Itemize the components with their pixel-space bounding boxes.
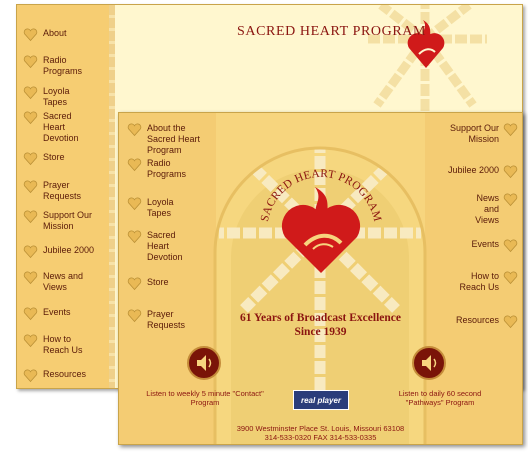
speaker-icon bbox=[422, 355, 437, 371]
play-pathways-button[interactable] bbox=[412, 346, 446, 380]
front-window: SACRED HEART PROGRAM 61 Years of Broadca… bbox=[118, 112, 523, 445]
back-nav-support-our-mission[interactable]: Support Our Mission bbox=[23, 210, 109, 232]
heart-icon bbox=[23, 55, 38, 69]
address-line: 3900 Westminster Place St. Louis, Missou… bbox=[236, 424, 405, 433]
nav-news-and-views[interactable]: News and Views bbox=[430, 193, 518, 226]
back-nav-loyola-tapes[interactable]: Loyola Tapes bbox=[23, 86, 109, 108]
back-nav-news-and-views[interactable]: News and Views bbox=[23, 271, 109, 293]
heart-icon bbox=[23, 334, 38, 348]
heart-icon bbox=[23, 369, 38, 383]
nav-about-program[interactable]: About the Sacred Heart Program bbox=[127, 123, 215, 156]
tagline-since: Since 1939 bbox=[294, 326, 347, 338]
heart-icon bbox=[503, 239, 518, 253]
heart-icon bbox=[23, 152, 38, 166]
heart-icon bbox=[127, 309, 142, 323]
real-player-badge[interactable]: real player bbox=[293, 390, 349, 410]
heart-icon bbox=[23, 111, 38, 125]
heart-icon bbox=[503, 165, 518, 179]
nav-store[interactable]: Store bbox=[127, 277, 207, 291]
heart-icon bbox=[127, 123, 142, 137]
tagline-years: 61 Years of Broadcast Excellence bbox=[240, 312, 401, 324]
phone-line: 314-533-0320 FAX 314-533-0335 bbox=[264, 433, 377, 442]
heart-icon bbox=[23, 307, 38, 321]
heart-icon bbox=[503, 193, 518, 207]
heart-icon bbox=[23, 210, 38, 224]
back-sidebar bbox=[17, 5, 109, 388]
heart-icon bbox=[23, 86, 38, 100]
nav-loyola-tapes[interactable]: Loyola Tapes bbox=[127, 197, 207, 219]
heart-icon bbox=[127, 277, 142, 291]
heart-icon bbox=[127, 158, 142, 172]
heart-icon bbox=[503, 271, 518, 285]
nav-sacred-heart-devotion[interactable]: Sacred Heart Devotion bbox=[127, 230, 207, 263]
back-nav-jubilee-2000[interactable]: Jubilee 2000 bbox=[23, 245, 109, 259]
back-nav-sacred-heart-devotion[interactable]: Sacred Heart Devotion bbox=[23, 111, 109, 144]
nav-events[interactable]: Events bbox=[430, 239, 518, 253]
heart-icon bbox=[23, 245, 38, 259]
nav-resources[interactable]: Resources bbox=[430, 315, 518, 329]
heart-icon bbox=[23, 28, 38, 42]
back-nav-prayer-requests[interactable]: Prayer Requests bbox=[23, 180, 109, 202]
back-nav-events[interactable]: Events bbox=[23, 307, 109, 321]
back-page-title: SACRED HEART PROGRAM bbox=[237, 24, 427, 39]
listen-contact-link[interactable]: Listen to weekly 5 minute "Contact" Prog… bbox=[146, 389, 264, 407]
nav-jubilee-2000[interactable]: Jubilee 2000 bbox=[430, 165, 518, 179]
heart-icon bbox=[127, 230, 142, 244]
back-nav-how-to-reach-us[interactable]: How to Reach Us bbox=[23, 334, 109, 356]
heart-icon bbox=[503, 123, 518, 137]
sacred-heart-logo-icon bbox=[407, 20, 445, 68]
heart-icon bbox=[23, 271, 38, 285]
arch-artwork bbox=[213, 146, 427, 444]
heart-icon bbox=[23, 180, 38, 194]
heart-icon bbox=[127, 197, 142, 211]
back-nav-radio-programs[interactable]: Radio Programs bbox=[23, 55, 109, 77]
nav-radio-programs[interactable]: Radio Programs bbox=[127, 158, 207, 180]
sacred-heart-icon bbox=[281, 187, 361, 273]
speaker-icon bbox=[197, 355, 212, 371]
back-nav-resources[interactable]: Resources bbox=[23, 369, 109, 383]
listen-pathways-link[interactable]: Listen to daily 60 second "Pathways" Pro… bbox=[398, 389, 482, 407]
back-sidebar-border bbox=[109, 5, 115, 388]
back-nav-store[interactable]: Store bbox=[23, 152, 109, 166]
play-contact-button[interactable] bbox=[187, 346, 221, 380]
heart-icon bbox=[503, 315, 518, 329]
nav-support-our-mission[interactable]: Support Our Mission bbox=[430, 123, 518, 145]
back-nav-about[interactable]: About bbox=[23, 28, 109, 42]
nav-how-to-reach-us[interactable]: How to Reach Us bbox=[430, 271, 518, 293]
nav-prayer-requests[interactable]: Prayer Requests bbox=[127, 309, 207, 331]
